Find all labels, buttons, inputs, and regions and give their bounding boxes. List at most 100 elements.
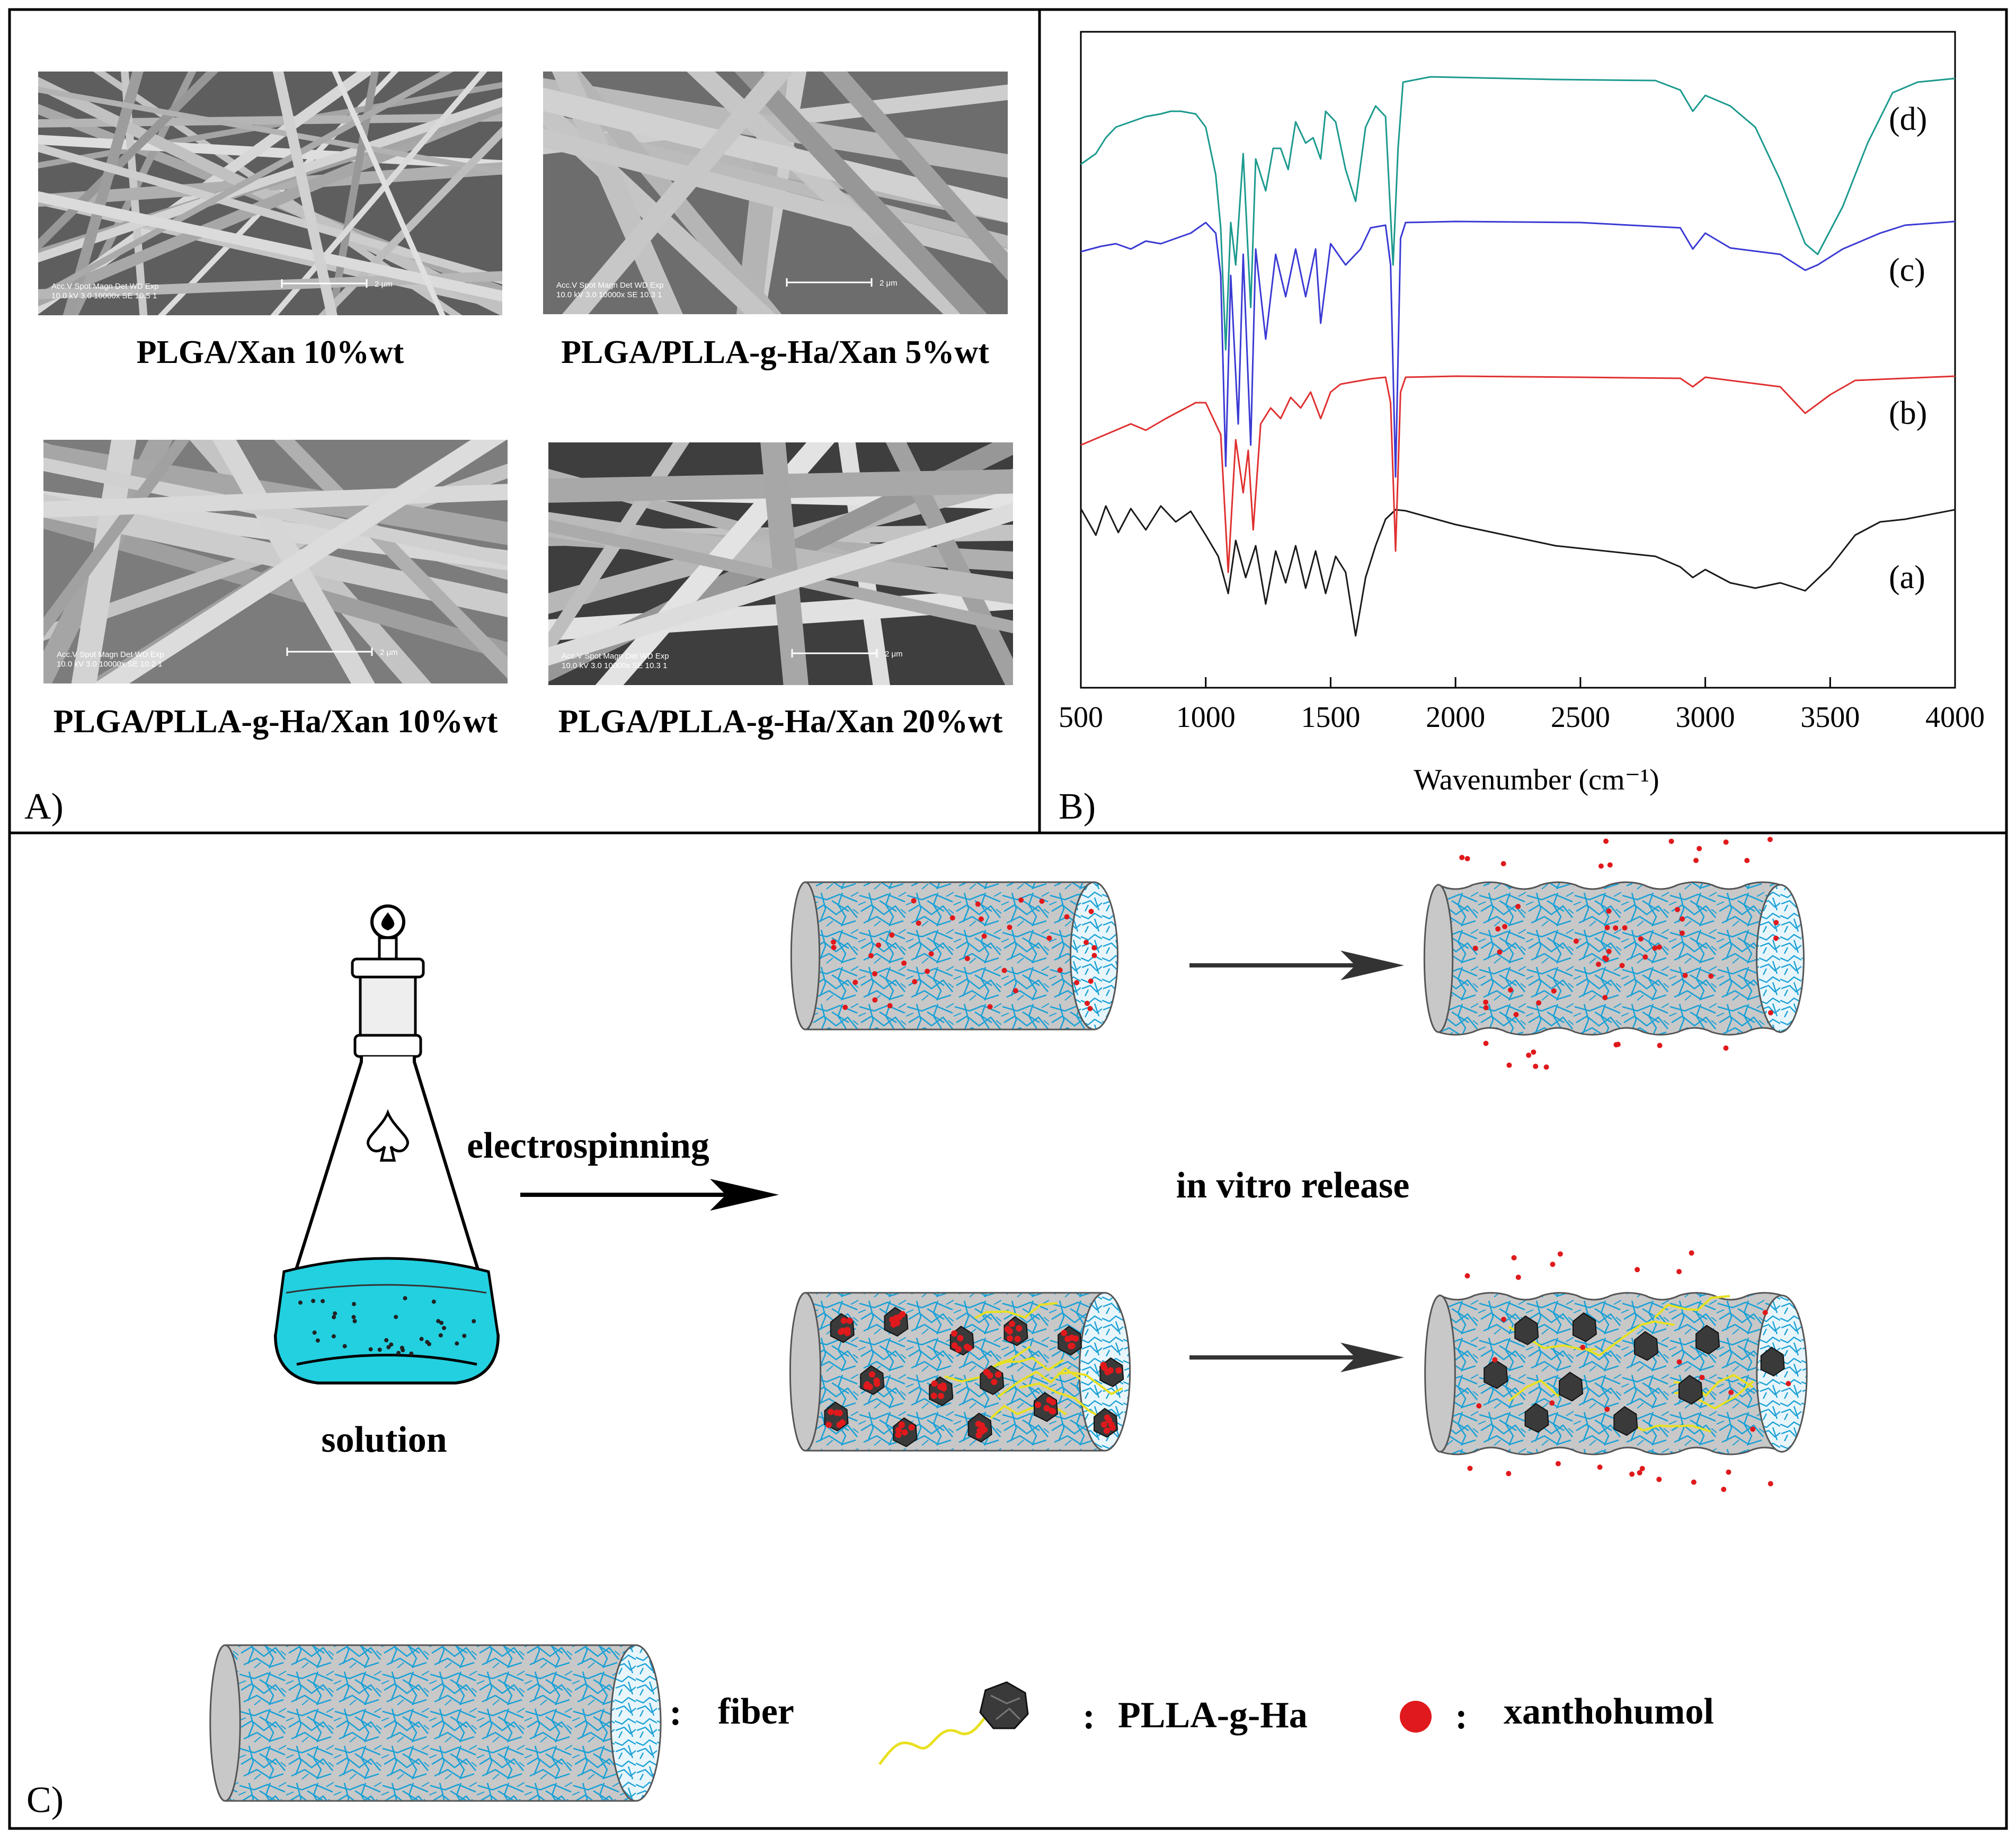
drug-dot <box>831 945 837 951</box>
drug-dot <box>1602 955 1608 961</box>
x-axis-title: Wavenumber (cm⁻¹) <box>1414 763 1659 796</box>
series-label: (d) <box>1889 101 1927 137</box>
released-drug-dot <box>1515 1274 1521 1280</box>
released-drug-dot <box>1768 1481 1773 1487</box>
drug-dot <box>1679 930 1685 936</box>
x-tick-label: 2000 <box>1426 701 1485 734</box>
series-label: (c) <box>1889 252 1925 288</box>
x-tick-label: 1500 <box>1301 701 1360 734</box>
sem-info-line2: 10.0 kV 3.0 10000x SE 10.3 1 <box>562 661 667 670</box>
released-drug-dot <box>1483 1041 1489 1046</box>
released-drug-dot <box>1744 858 1750 864</box>
drug-dot <box>1549 1400 1555 1406</box>
drug-dot <box>1536 1000 1542 1006</box>
solution-particle <box>419 1337 424 1342</box>
solution-particle <box>332 1315 336 1319</box>
drug-dot <box>1708 973 1714 979</box>
released-drug-dot <box>1459 855 1465 860</box>
sem-caption: PLGA/PLLA-g-Ha/Xan 20%wt <box>558 704 1003 740</box>
linker-chain <box>988 1356 1064 1372</box>
legend-sep-plla: : <box>1082 1696 1095 1737</box>
drug-dot <box>1619 963 1625 969</box>
drug-dot <box>842 1005 848 1010</box>
x-tick-label: 500 <box>1059 701 1103 734</box>
drug-dot <box>1604 1406 1610 1412</box>
panel-a-label: A) <box>24 786 64 827</box>
drug-dot <box>964 956 970 962</box>
released-drug-dot <box>1464 1273 1470 1278</box>
solution-particle <box>352 1319 357 1324</box>
released-drug-dot <box>1506 1062 1512 1068</box>
released-drug-dot <box>1656 1477 1662 1482</box>
released-drug-dot <box>1613 1042 1619 1047</box>
released-drug-dot <box>1543 1064 1549 1070</box>
sem-info-line1: Acc.V Spot Magn Det WD Exp <box>51 282 159 291</box>
fiber-end-face <box>1756 884 1805 1033</box>
released-drug-dot <box>1668 838 1674 844</box>
fiber-end-face <box>610 1644 662 1802</box>
drug-dot <box>1007 925 1013 930</box>
drug-dot <box>1001 967 1007 973</box>
sem-caption: PLGA/PLLA-g-Ha/Xan 5%wt <box>561 334 989 370</box>
series-label: (b) <box>1889 395 1927 431</box>
released-drug-dot <box>1637 1470 1642 1476</box>
solution-particle <box>331 1334 336 1339</box>
release-arrow-top <box>1189 951 1404 980</box>
drug-dot <box>912 979 918 984</box>
scale-bar <box>791 649 878 658</box>
spade-icon <box>367 1109 409 1162</box>
released-drug-dot <box>1767 837 1773 842</box>
solution-particle <box>472 1319 476 1324</box>
plla-particle <box>1695 1325 1720 1355</box>
solution-particle <box>298 1300 303 1305</box>
released-drug-dot <box>1691 1479 1697 1485</box>
released-drug-dot <box>1639 1466 1645 1471</box>
solution-particle <box>342 1344 347 1348</box>
scale-bar-label: 2 μm <box>885 650 903 659</box>
fiber-released <box>1423 837 1805 1070</box>
drug-dot <box>1674 907 1680 912</box>
solution-particle <box>438 1333 443 1338</box>
outer-frame <box>8 8 2008 1830</box>
released-drug-dot <box>1550 1262 1556 1267</box>
drug-dot <box>1088 978 1094 984</box>
drug-dot <box>1606 908 1612 914</box>
solution-particle <box>403 1296 407 1301</box>
drug-dot <box>1573 938 1579 944</box>
plla-particle <box>1613 1406 1638 1436</box>
legend-xanthohumol-label: xanthohumol <box>1504 1691 1714 1732</box>
x-tick-label: 3000 <box>1676 701 1735 734</box>
drug-dot <box>1013 988 1018 993</box>
solution-particle <box>436 1319 441 1324</box>
legend-sep-xan: : <box>1455 1696 1467 1737</box>
linker-chain <box>1019 1382 1108 1422</box>
released-drug-dot <box>1597 1464 1603 1470</box>
linker-chain <box>1654 1295 1730 1319</box>
plla-particle <box>1678 1374 1703 1405</box>
drug-dot <box>1642 954 1648 960</box>
drug-dot <box>1091 945 1097 951</box>
drug-dot <box>1084 939 1089 945</box>
plla-particle <box>1524 1402 1549 1433</box>
sem-info-line1: Acc.V Spot Magn Det WD Exp <box>57 650 164 659</box>
drug-dot <box>1602 995 1608 1000</box>
scale-bar-label: 2 μm <box>380 648 398 657</box>
series-line-4 <box>1080 76 1956 351</box>
released-drug-dot <box>1657 1043 1663 1049</box>
legend: : fiber : PLLA-g-Ha : xanthohumol <box>669 1681 1714 1765</box>
drug-dot <box>1091 953 1097 958</box>
drug-dot <box>1495 926 1501 932</box>
released-drug-dot <box>1607 862 1613 868</box>
drug-dot <box>1476 1403 1482 1409</box>
solution-particle <box>462 1334 467 1338</box>
drug-dot <box>1087 1006 1093 1011</box>
drug-dot <box>1768 1010 1773 1016</box>
series-line-3 <box>1080 220 1956 478</box>
drug-dot <box>1606 948 1612 954</box>
drug-dot <box>928 951 934 957</box>
fiber-body <box>804 881 1095 1031</box>
solution-particle <box>377 1347 382 1352</box>
solution-particle <box>399 1345 404 1350</box>
released-drug-dot <box>1629 1471 1635 1477</box>
linker-chain <box>1057 1371 1123 1396</box>
